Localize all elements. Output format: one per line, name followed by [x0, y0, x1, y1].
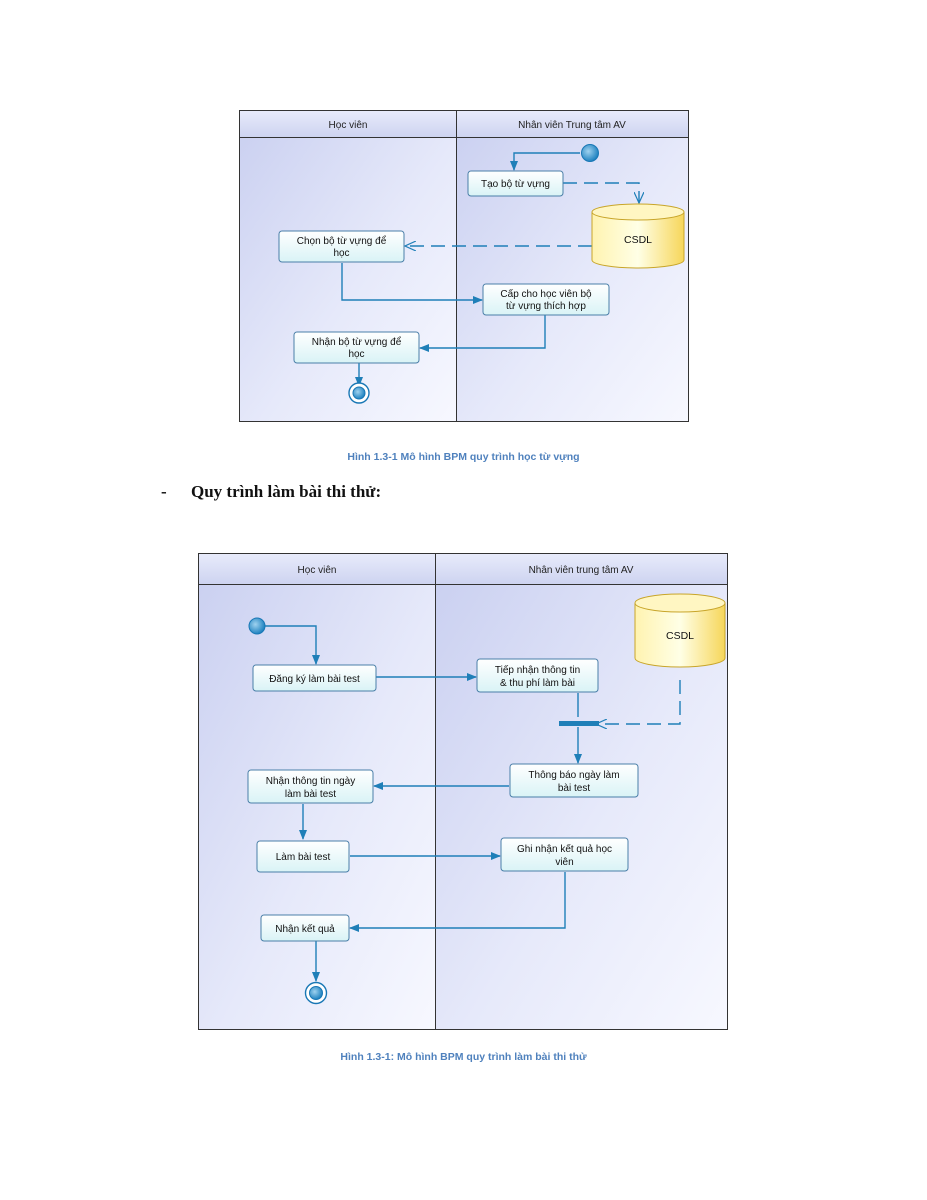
activity-label-line1: Nhận thông tin ngày: [266, 776, 356, 787]
lane-title-staff: Nhân viên trung tâm AV: [529, 565, 634, 576]
activity-label-line1: Cấp cho học viên bộ: [500, 288, 592, 300]
activity-receive-info: Tiếp nhận thông tin & thu phí làm bài: [476, 658, 599, 693]
activity-label-line2: bài test: [558, 783, 590, 794]
activity-label-line1: Chọn bộ từ vựng để: [297, 235, 387, 247]
fork-bar: [559, 721, 599, 726]
diagram-mock-test-process: Học viên Nhân viên trung tâm AV CSDL Đăn…: [198, 553, 728, 1030]
figure-caption-2: Hình 1.3-1: Mô hình BPM quy trình làm bà…: [340, 1051, 587, 1063]
activity-label-line2: từ vựng thích hợp: [506, 301, 586, 312]
activity-label-line1: Thông báo ngày làm: [528, 770, 619, 781]
flow-start-to-register: [265, 625, 320, 665]
activity-label-line2: viên: [555, 857, 573, 868]
activity-label: Tạo bộ từ vựng: [481, 179, 550, 190]
section-heading: - Quy trình làm bài thi thử:: [161, 482, 381, 502]
activity-label: Làm bài test: [276, 852, 331, 863]
start-node: [248, 617, 266, 635]
activity-receive-vocab: Nhận bộ từ vựng để học: [293, 331, 420, 364]
lane-title-student: Học viên: [329, 120, 368, 131]
end-node: [348, 382, 370, 404]
flow-record-to-receive-result: [349, 872, 566, 932]
lane-title-student: Học viên: [298, 565, 337, 576]
flow-db-to-fork: [596, 680, 681, 724]
start-node: [581, 144, 599, 162]
flow-create-to-db: [563, 182, 639, 203]
flow-start-to-create: [510, 152, 580, 171]
activity-register-test: Đăng ký làm bài test: [252, 664, 377, 692]
activity-do-test: Làm bài test: [256, 840, 350, 873]
section-heading-text: Quy trình làm bài thi thử:: [191, 482, 382, 501]
flow-provide-to-receive: [419, 315, 546, 352]
flow-lines: [265, 625, 681, 982]
activity-record-result: Ghi nhận kết quả học viên: [500, 837, 629, 872]
end-node: [304, 981, 328, 1005]
activity-receive-result: Nhận kết quả: [260, 914, 350, 942]
activity-notify-date: Thông báo ngày làm bài test: [509, 763, 639, 798]
activity-label: Nhận kết quả: [275, 923, 335, 935]
database-label: CSDL: [624, 234, 652, 246]
database-csdl: CSDL: [634, 593, 726, 668]
activity-choose-vocab: Chọn bộ từ vựng để học: [278, 230, 405, 263]
database-label: CSDL: [666, 630, 694, 642]
activity-label-line1: Tiếp nhận thông tin: [495, 664, 580, 676]
activity-receive-date: Nhận thông tin ngày làm bài test: [247, 769, 374, 804]
figure-caption-1: Hình 1.3-1 Mô hình BPM quy trình học từ …: [347, 451, 580, 463]
activity-label-line2: & thu phí làm bài: [500, 678, 575, 689]
swimlane-student: Học viên: [239, 110, 457, 422]
activity-label: Đăng ký làm bài test: [269, 674, 360, 685]
diagram-vocabulary-process: Học viên Nhân viên Trung tâm AV Tạo bộ t…: [239, 110, 689, 422]
activity-label-line2: làm bài test: [285, 789, 336, 800]
flow-lines: [341, 152, 639, 387]
activity-label-line1: Ghi nhận kết quả học: [517, 843, 612, 855]
activity-provide-vocab: Cấp cho học viên bộ từ vựng thích hợp: [482, 283, 610, 316]
activity-label-line2: học: [348, 349, 364, 360]
lane-title-staff: Nhân viên Trung tâm AV: [518, 120, 626, 131]
activity-create-vocab: Tạo bộ từ vựng: [467, 170, 564, 197]
flow-choose-to-provide: [341, 263, 483, 304]
database-csdl: CSDL: [591, 203, 685, 269]
bullet-dash: -: [161, 482, 167, 501]
activity-label-line1: Nhận bộ từ vựng để: [312, 336, 402, 348]
swimlane-staff: Nhân viên Trung tâm AV: [456, 110, 689, 422]
activity-label-line2: học: [333, 248, 349, 259]
